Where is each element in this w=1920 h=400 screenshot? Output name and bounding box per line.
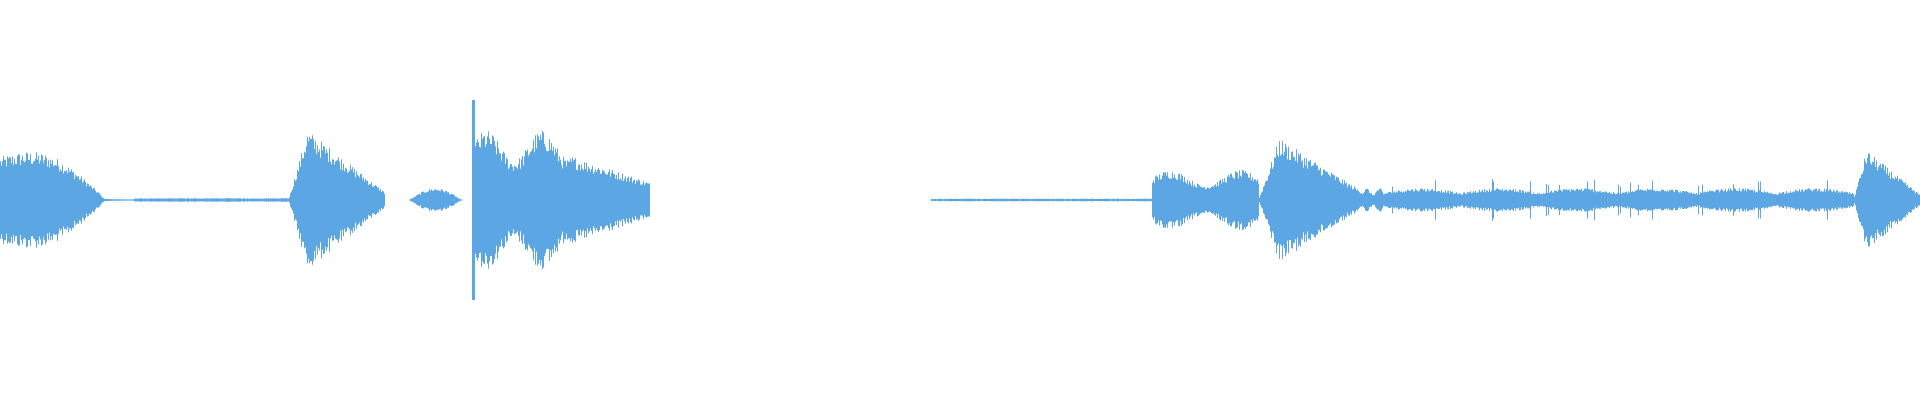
waveform-trace <box>0 100 1920 300</box>
